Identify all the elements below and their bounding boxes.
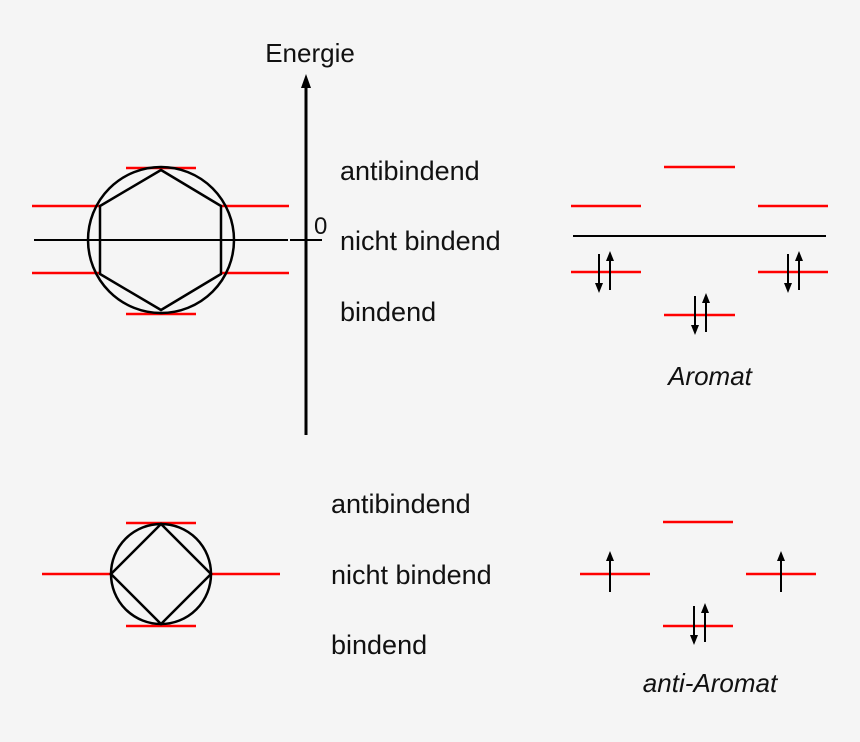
mo-diagram-aromatic: Aromat	[571, 165, 828, 391]
label-antibonding-bottom: antibindend	[331, 489, 471, 519]
mo-diagram-antiaromatic: anti-Aromat	[580, 520, 816, 698]
caption-antiaromatic: anti-Aromat	[643, 668, 779, 698]
electron-pair-bonding-antiaromatic	[690, 603, 709, 645]
label-antibonding-top: antibindend	[340, 156, 480, 186]
label-bonding-top: bindend	[340, 297, 436, 327]
electron-pair-lower-right	[784, 251, 803, 293]
electron-pair-lower-left	[595, 251, 614, 293]
energy-axis: Energie 0	[265, 38, 355, 435]
label-bonding-bottom: bindend	[331, 630, 427, 660]
level-labels-aromatic: antibindend nicht bindend bindend	[340, 156, 501, 327]
hexagon-ring	[98, 168, 223, 312]
frost-circle-hexagon	[32, 165, 289, 316]
zero-label: 0	[314, 213, 327, 240]
energy-axis-arrowhead	[301, 74, 311, 88]
frost-circle-square	[42, 521, 280, 628]
level-labels-antiaromatic: antibindend nicht bindend bindend	[331, 489, 492, 660]
label-nonbonding-top: nicht bindend	[340, 226, 501, 256]
frost-circle	[109, 522, 213, 626]
square-ring	[109, 522, 213, 626]
caption-aromatic: Aromat	[666, 361, 754, 391]
label-nonbonding-bottom: nicht bindend	[331, 560, 492, 590]
electron-pair-bonding-aromatic	[691, 293, 710, 335]
energy-axis-title: Energie	[265, 38, 355, 68]
